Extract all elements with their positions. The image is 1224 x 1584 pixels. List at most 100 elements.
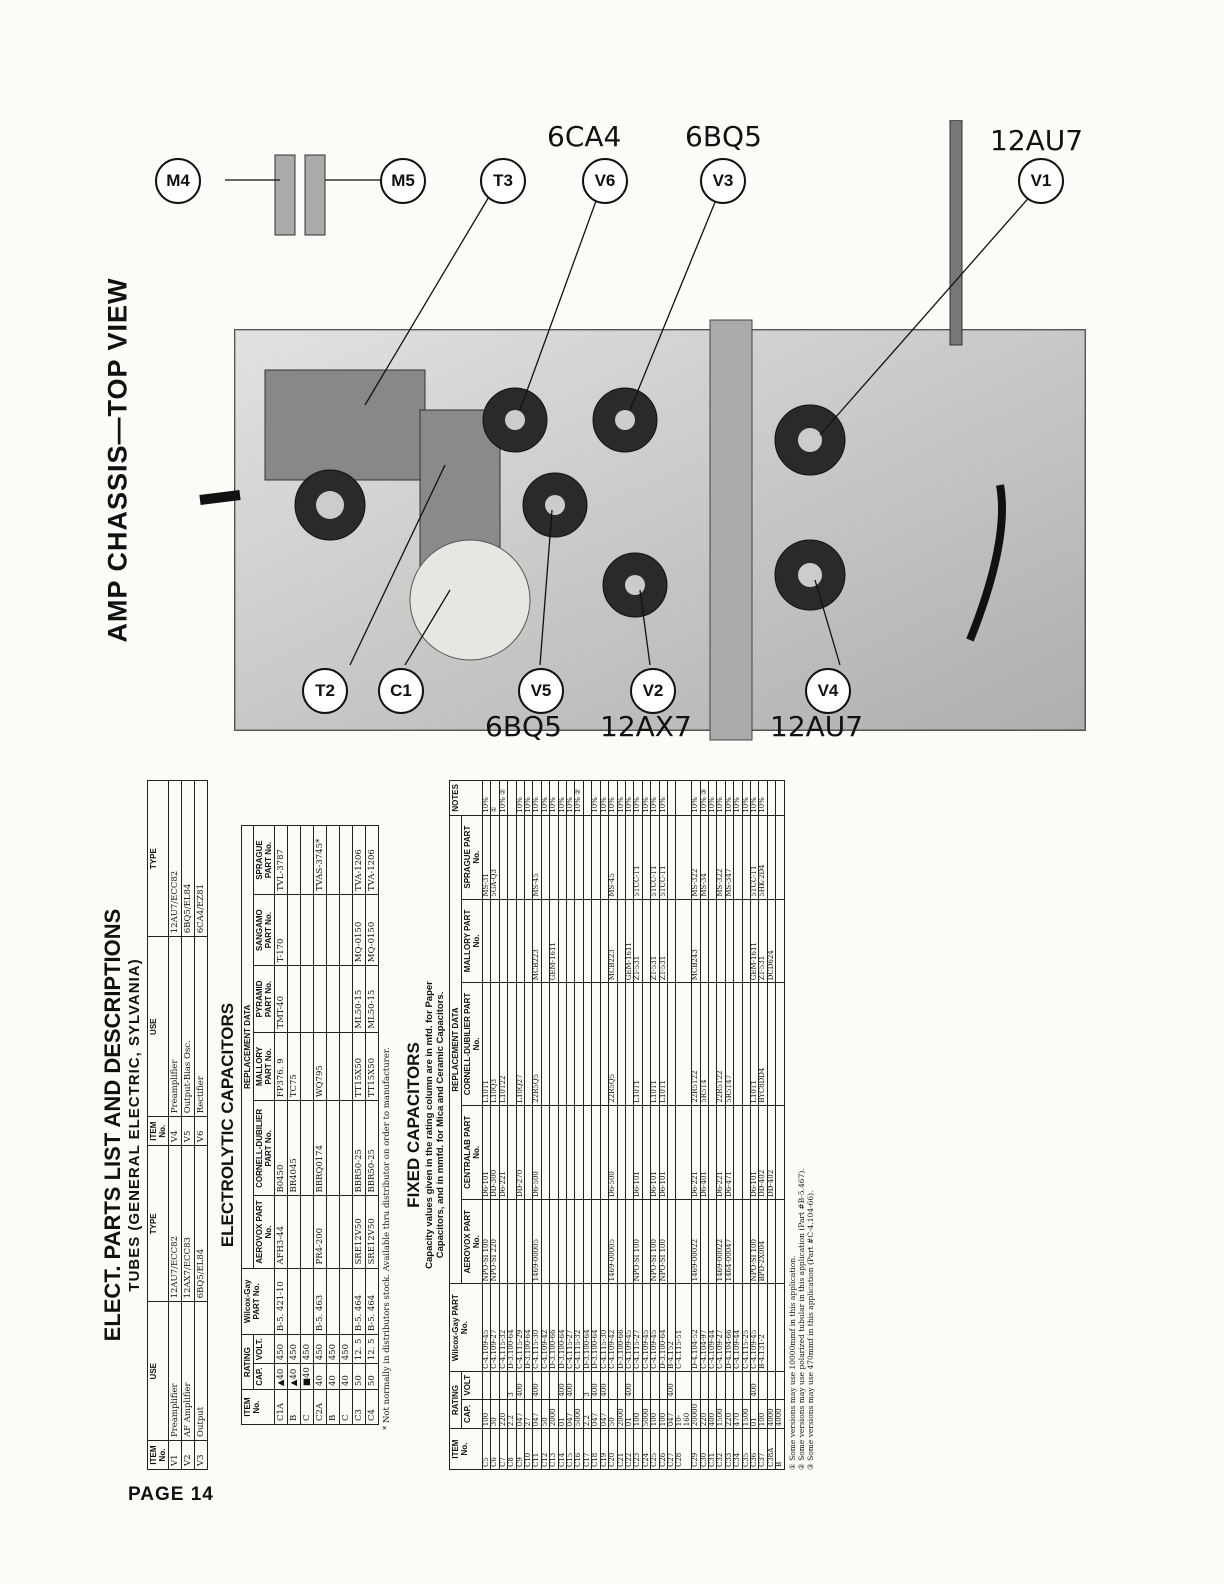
electrolytic-header: VOLT. <box>253 1334 275 1364</box>
fixed-cell: C8 <box>507 1428 517 1470</box>
fixed-cell <box>675 1199 692 1284</box>
fixed-cell <box>558 982 567 1106</box>
tube-type: 12AX7/ECC83 <box>181 1145 195 1302</box>
electrolytic-cell <box>339 1032 353 1101</box>
fixed-header: CAP. <box>461 1399 483 1429</box>
fixed-cell <box>583 982 592 1106</box>
callout-t3: T3 <box>480 158 526 204</box>
fixed-cell <box>499 815 508 900</box>
electrolytic-cell: TT15X50 <box>365 1032 379 1101</box>
fixed-cell: B-4.131-2 <box>758 1283 768 1372</box>
electrolytic-cell <box>339 894 353 966</box>
fixed-cell: NPO-SI 100 <box>633 1199 643 1284</box>
fixed-cell <box>667 780 676 816</box>
fixed-header: Wilcox-Gay PART No. <box>449 1283 483 1372</box>
tubes-header: ITEM No. <box>147 1440 169 1470</box>
electrolytic-cell: SRE12V50 <box>352 1196 366 1269</box>
electrolytic-cell: 50 <box>365 1363 379 1390</box>
electrolytic-cell: B-5. 421-10 <box>274 1268 288 1335</box>
fixed-cell <box>667 1199 676 1284</box>
tube-use: Preamplifier <box>168 1301 182 1441</box>
electrolytic-cell: TVA-1206 <box>365 825 379 895</box>
fixed-title: FIXED CAPACITORS <box>404 1042 423 1208</box>
electrolytic-cell: B0450 <box>274 1100 288 1196</box>
fixed-footnote: ② Some versions may use polarized tubula… <box>796 1168 806 1470</box>
fixed-cell: BPD-2X004 <box>758 1199 768 1284</box>
fixed-cell: 5HK-2D4 <box>758 815 768 900</box>
fixed-cell: C34 <box>733 1428 743 1470</box>
fixed-cell: D6-221 <box>691 1105 701 1200</box>
electrolytic-cell <box>313 965 327 1033</box>
tube-item: V2 <box>181 1440 195 1470</box>
electrolytic-cell: C <box>300 1389 314 1425</box>
fixed-cell: DD-402 <box>767 1105 776 1200</box>
fixed-cell: 10% <box>549 780 559 816</box>
electrolytic-cell <box>339 1196 353 1269</box>
parts-list-title: ELECT. PARTS LIST AND DESCRIPTIONS <box>100 908 125 1342</box>
fixed-header: NOTES <box>449 780 483 816</box>
tubes-header: USE <box>147 1301 169 1441</box>
fixed-header: AEROVOX PART No. <box>461 1199 483 1284</box>
fixed-cell <box>775 899 785 983</box>
fixed-cell <box>549 815 559 900</box>
electrolytic-header: MALLORY PART No. <box>253 1032 275 1101</box>
tube-use: Rectifier <box>194 936 208 1117</box>
electrolytic-cell <box>339 825 353 895</box>
tube-item: V1 <box>168 1440 182 1470</box>
fixed-cell: 10-160 <box>675 1399 692 1429</box>
fixed-cell <box>675 1105 692 1200</box>
fixed-cell <box>700 1371 709 1400</box>
fixed-cell: D6-101 <box>650 1105 660 1200</box>
fixed-cell: 400 <box>516 1371 525 1400</box>
fixed-cell: ZT-531 <box>633 899 643 983</box>
fixed-note-2: Capacitors, and in mmfd. for Mica and Ce… <box>435 991 446 1259</box>
tube-item: V3 <box>194 1440 208 1470</box>
fixed-cell <box>583 1105 592 1200</box>
fixed-cell: C18 <box>591 1428 601 1470</box>
fixed-cell <box>767 982 776 1106</box>
electrolytic-cell: 40 <box>313 1363 327 1390</box>
callout-v3: V3 <box>700 158 746 204</box>
fixed-cell <box>507 815 517 900</box>
electrolytic-cell: B-5. 464 <box>352 1268 366 1335</box>
tube-item: V5 <box>181 1116 195 1146</box>
fixed-cell <box>675 1371 692 1400</box>
fixed-cell: 5R5T47 <box>725 982 734 1106</box>
fixed-cell: 10% <box>758 780 768 816</box>
fixed-cell <box>566 1105 575 1200</box>
fixed-cell <box>566 982 575 1106</box>
fixed-cell <box>633 1371 643 1400</box>
fixed-cell <box>733 982 743 1106</box>
electrolytic-cell <box>300 1032 314 1101</box>
fixed-cell: C25 <box>650 1428 660 1470</box>
fixed-cell: 4000 <box>775 1399 785 1429</box>
fixed-cell <box>482 899 491 983</box>
fixed-cell <box>549 1371 559 1400</box>
fixed-cell: 400 <box>667 1371 676 1400</box>
fixed-cell <box>716 1371 726 1400</box>
fixed-cell <box>775 982 785 1106</box>
fixed-cell: BYC8DD4 <box>758 982 768 1106</box>
fixed-cell: C28 <box>675 1428 692 1470</box>
chassis-view-title-container: AMP CHASSIS—TOP VIEW <box>98 277 138 642</box>
fixed-cell <box>667 1105 676 1200</box>
fixed-cell: D6-401 <box>700 1105 709 1200</box>
electrolytic-cell <box>326 965 340 1033</box>
transformer-t3 <box>264 369 426 481</box>
electrolytic-cell: T-170 <box>274 894 288 966</box>
fixed-cell: 10% <box>733 780 743 816</box>
fixed-rating-group: RATING <box>449 1371 462 1429</box>
fixed-cell: 5GA-Q3 <box>490 815 500 900</box>
fixed-cell: 20000 <box>691 1399 701 1429</box>
fixed-cell: 1469-00022 <box>691 1199 701 1284</box>
electrolytic-cell <box>287 965 301 1033</box>
fixed-cell <box>733 1105 743 1200</box>
fixed-cell <box>482 1371 491 1400</box>
